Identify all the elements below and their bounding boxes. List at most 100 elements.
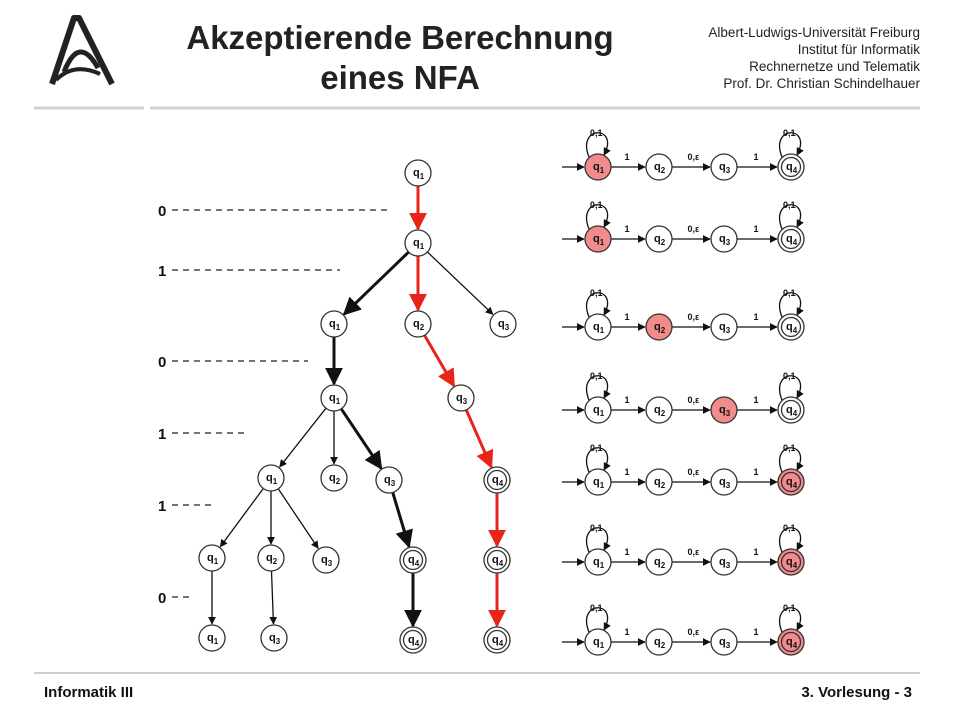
tree-state-node: q3 — [312, 546, 340, 574]
nfa-state-node: q1 — [584, 628, 612, 656]
svg-text:q2: q2 — [654, 161, 666, 175]
self-loop — [586, 292, 611, 318]
active-state-node: q1 — [584, 225, 612, 253]
nfa-state-node: q1 — [584, 548, 612, 576]
transition-label: 0,ε — [688, 312, 701, 322]
nfa-state-node: q3 — [710, 548, 738, 576]
svg-text:q3: q3 — [719, 636, 731, 650]
tree-state-node: q3 — [375, 466, 403, 494]
svg-text:q4: q4 — [786, 233, 798, 247]
loop-label: 0,1 — [590, 200, 603, 210]
svg-text:q3: q3 — [384, 474, 396, 488]
tree-state-node: q3 — [447, 384, 475, 412]
active-state-node: q4 — [777, 628, 805, 656]
svg-text:q2: q2 — [654, 233, 666, 247]
svg-text:q1: q1 — [593, 556, 605, 570]
computation-edge — [339, 407, 383, 470]
svg-text:q1: q1 — [207, 552, 219, 566]
input-symbol-label: 1 — [158, 263, 166, 280]
svg-text:q1: q1 — [593, 636, 605, 650]
loop-label: 0,1 — [783, 371, 796, 381]
loop-label: 0,1 — [590, 523, 603, 533]
tree-state-node: q4 — [399, 626, 427, 654]
loop-label: 0,1 — [783, 200, 796, 210]
active-state-node: q1 — [584, 153, 612, 181]
loop-label: 0,1 — [590, 603, 603, 613]
transition-label: 1 — [625, 152, 630, 162]
nfa-state-node: q4 — [777, 396, 805, 424]
svg-text:q2: q2 — [654, 321, 666, 335]
svg-text:q3: q3 — [498, 318, 510, 332]
self-loop — [586, 527, 611, 553]
transition-label: 0,ε — [688, 627, 701, 637]
svg-text:q3: q3 — [719, 161, 731, 175]
nfa-state-node: q4 — [777, 153, 805, 181]
computation-edge — [279, 407, 327, 468]
transition-label: 1 — [625, 627, 630, 637]
input-symbol-label: 0 — [158, 590, 166, 607]
nfa-state-node: q1 — [584, 313, 612, 341]
loop-label: 0,1 — [590, 288, 603, 298]
tree-state-node: q1 — [257, 464, 285, 492]
nfa-state-node: q3 — [710, 313, 738, 341]
nfa-state-node: q4 — [777, 225, 805, 253]
accepting-path-edge — [423, 334, 456, 388]
nfa-state-node: q1 — [584, 396, 612, 424]
nfa-state-node: q2 — [645, 468, 673, 496]
institution-info: Albert-Ludwigs-Universität Freiburg Inst… — [708, 24, 920, 92]
institution-line: Institut für Informatik — [797, 42, 920, 57]
transition-label: 1 — [754, 547, 759, 557]
tree-state-node: q3 — [489, 310, 517, 338]
svg-text:q1: q1 — [207, 632, 219, 646]
svg-text:q3: q3 — [321, 554, 333, 568]
tree-state-node: q3 — [260, 624, 288, 652]
svg-text:q1: q1 — [593, 321, 605, 335]
course-name: Informatik III — [44, 684, 134, 701]
self-loop — [779, 607, 804, 633]
tree-state-node: q4 — [483, 466, 511, 494]
accepting-path-edge — [464, 409, 494, 469]
tree-edges — [208, 186, 506, 628]
nfa-state-node: q2 — [645, 153, 673, 181]
svg-text:q3: q3 — [456, 392, 468, 406]
tree-state-node: q4 — [483, 626, 511, 654]
transition-label: 0,ε — [688, 547, 701, 557]
active-state-node: q4 — [777, 468, 805, 496]
self-loop — [586, 204, 611, 230]
svg-text:q4: q4 — [408, 634, 420, 648]
computation-edge — [277, 488, 319, 550]
loop-label: 0,1 — [783, 288, 796, 298]
active-state-node: q2 — [645, 313, 673, 341]
svg-text:q1: q1 — [413, 237, 425, 251]
tree-state-node: q2 — [404, 310, 432, 338]
institution-line: Prof. Dr. Christian Schindelhauer — [723, 76, 920, 91]
nfa-state-node: q1 — [584, 468, 612, 496]
transition-label: 1 — [625, 547, 630, 557]
transition-label: 1 — [754, 312, 759, 322]
svg-text:q4: q4 — [786, 161, 798, 175]
transition-label: 0,ε — [688, 395, 701, 405]
svg-text:q2: q2 — [413, 318, 425, 332]
computation-edge — [391, 492, 413, 549]
svg-text:q2: q2 — [654, 556, 666, 570]
loop-label: 0,1 — [590, 443, 603, 453]
nfa-state-node: q3 — [710, 468, 738, 496]
university-logo — [34, 15, 144, 110]
title-line-1: Akzeptierende Berechnung — [186, 19, 614, 56]
svg-text:q1: q1 — [329, 318, 341, 332]
self-loop — [779, 527, 804, 553]
svg-text:q3: q3 — [269, 632, 281, 646]
input-symbol-label: 0 — [158, 354, 166, 371]
nfa-state-node: q2 — [645, 396, 673, 424]
nfa-state-node: q2 — [645, 628, 673, 656]
self-loop — [779, 447, 804, 473]
transition-label: 1 — [625, 224, 630, 234]
transition-label: 1 — [754, 467, 759, 477]
transition-label: 1 — [754, 152, 759, 162]
